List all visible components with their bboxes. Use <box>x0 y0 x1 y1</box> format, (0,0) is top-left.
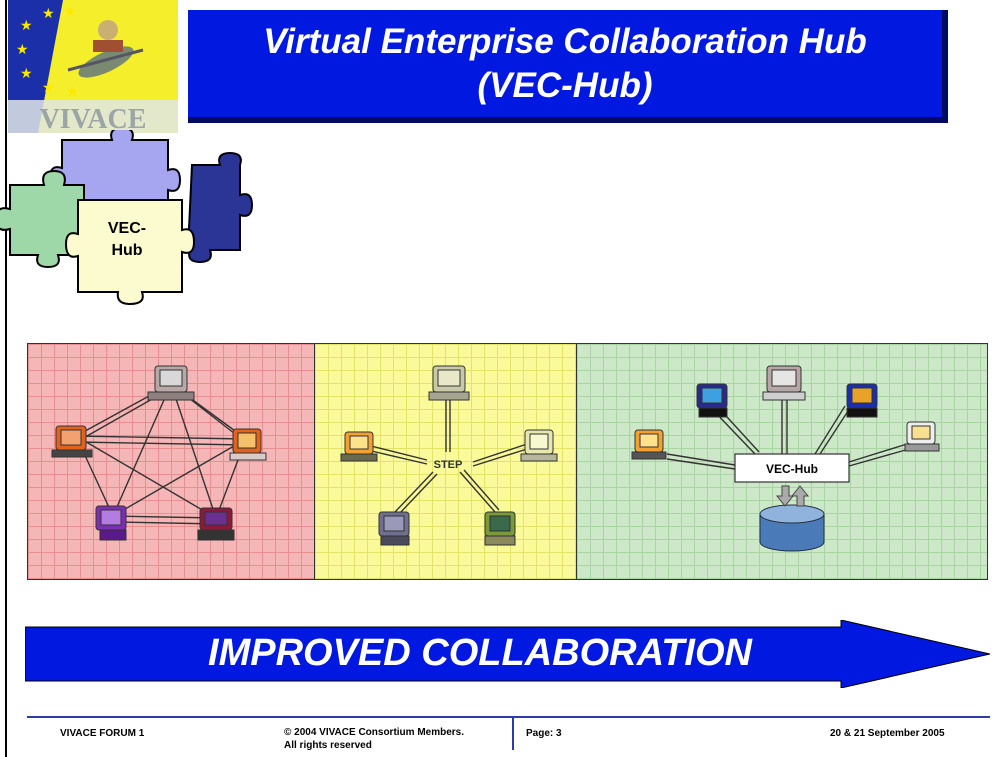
panel-vec-hub: VEC-Hub <box>577 344 987 579</box>
svg-text:★: ★ <box>20 18 33 34</box>
footer-copyright-line-1: © 2004 VIVACE Consortium Members. <box>284 727 465 738</box>
title-line-1: Virtual Enterprise Collaboration Hub <box>263 21 867 61</box>
vec-hub-box <box>734 453 850 483</box>
computer-icon-bottom-right <box>197 507 235 541</box>
footer-event: VIVACE FORUM 1 <box>60 728 145 739</box>
improved-collaboration-arrow <box>25 620 990 688</box>
computer-icon-left <box>51 425 93 458</box>
computer-icon-step-bottom-right <box>484 511 516 546</box>
mesh-connections <box>75 383 249 525</box>
computer-icon-step-left <box>340 431 378 462</box>
title-banner: Virtual Enterprise Collaboration Hub (VE… <box>188 10 948 123</box>
computer-icon-hub-top <box>762 365 806 401</box>
computer-icon-hub-left <box>631 429 667 460</box>
step-label: STEP <box>434 459 463 471</box>
step-connections <box>362 399 528 515</box>
footer-separator <box>512 718 514 750</box>
svg-text:★: ★ <box>64 4 77 20</box>
computer-icon-step-top <box>428 365 470 401</box>
puzzle-pieces-icon: VEC- Hub <box>0 130 254 306</box>
footer-date: 20 & 21 September 2005 <box>830 728 945 739</box>
computer-icon-hub-top-left <box>696 383 728 418</box>
arrow-label: IMPROVED COLLABORATION <box>208 631 752 674</box>
database-icon <box>759 485 825 552</box>
panel-step-standard: STEP <box>315 344 577 579</box>
vec-hub-label: VEC-Hub <box>766 462 818 476</box>
footer-copyright-line-2: All rights reserved <box>284 740 372 751</box>
collaboration-diagram: STEP <box>27 343 988 580</box>
svg-text:★: ★ <box>42 6 55 22</box>
panel-point-to-point <box>28 344 315 579</box>
aircraft-mascot-icon <box>67 20 144 78</box>
computer-icon-step-bottom-left <box>378 511 410 546</box>
computer-icon-right <box>229 428 267 461</box>
svg-text:★: ★ <box>66 84 79 100</box>
svg-text:★: ★ <box>20 66 33 82</box>
computer-icon-step-right <box>520 429 558 462</box>
footer-page-number: Page: 3 <box>526 728 562 739</box>
computer-icon-hub-right <box>904 421 940 452</box>
title-line-2: (VEC-Hub) <box>477 65 653 105</box>
svg-text:★: ★ <box>42 80 55 96</box>
vivace-logo: ★ ★ ★ ★ ★ ★ ★ VIVACE <box>8 0 178 133</box>
computer-icon-hub-top-right <box>846 383 878 418</box>
puzzle-label-line-1: VEC- <box>108 220 146 237</box>
computer-icon-top <box>147 365 195 401</box>
puzzle-label-line-2: Hub <box>111 242 142 259</box>
logo-text: VIVACE <box>40 104 147 133</box>
footer-rule <box>27 716 990 718</box>
svg-text:★: ★ <box>16 42 29 58</box>
eu-stars-icon: ★ ★ ★ ★ ★ ★ ★ <box>16 4 79 100</box>
left-border-line <box>5 0 7 757</box>
computer-icon-bottom-left <box>95 505 127 541</box>
